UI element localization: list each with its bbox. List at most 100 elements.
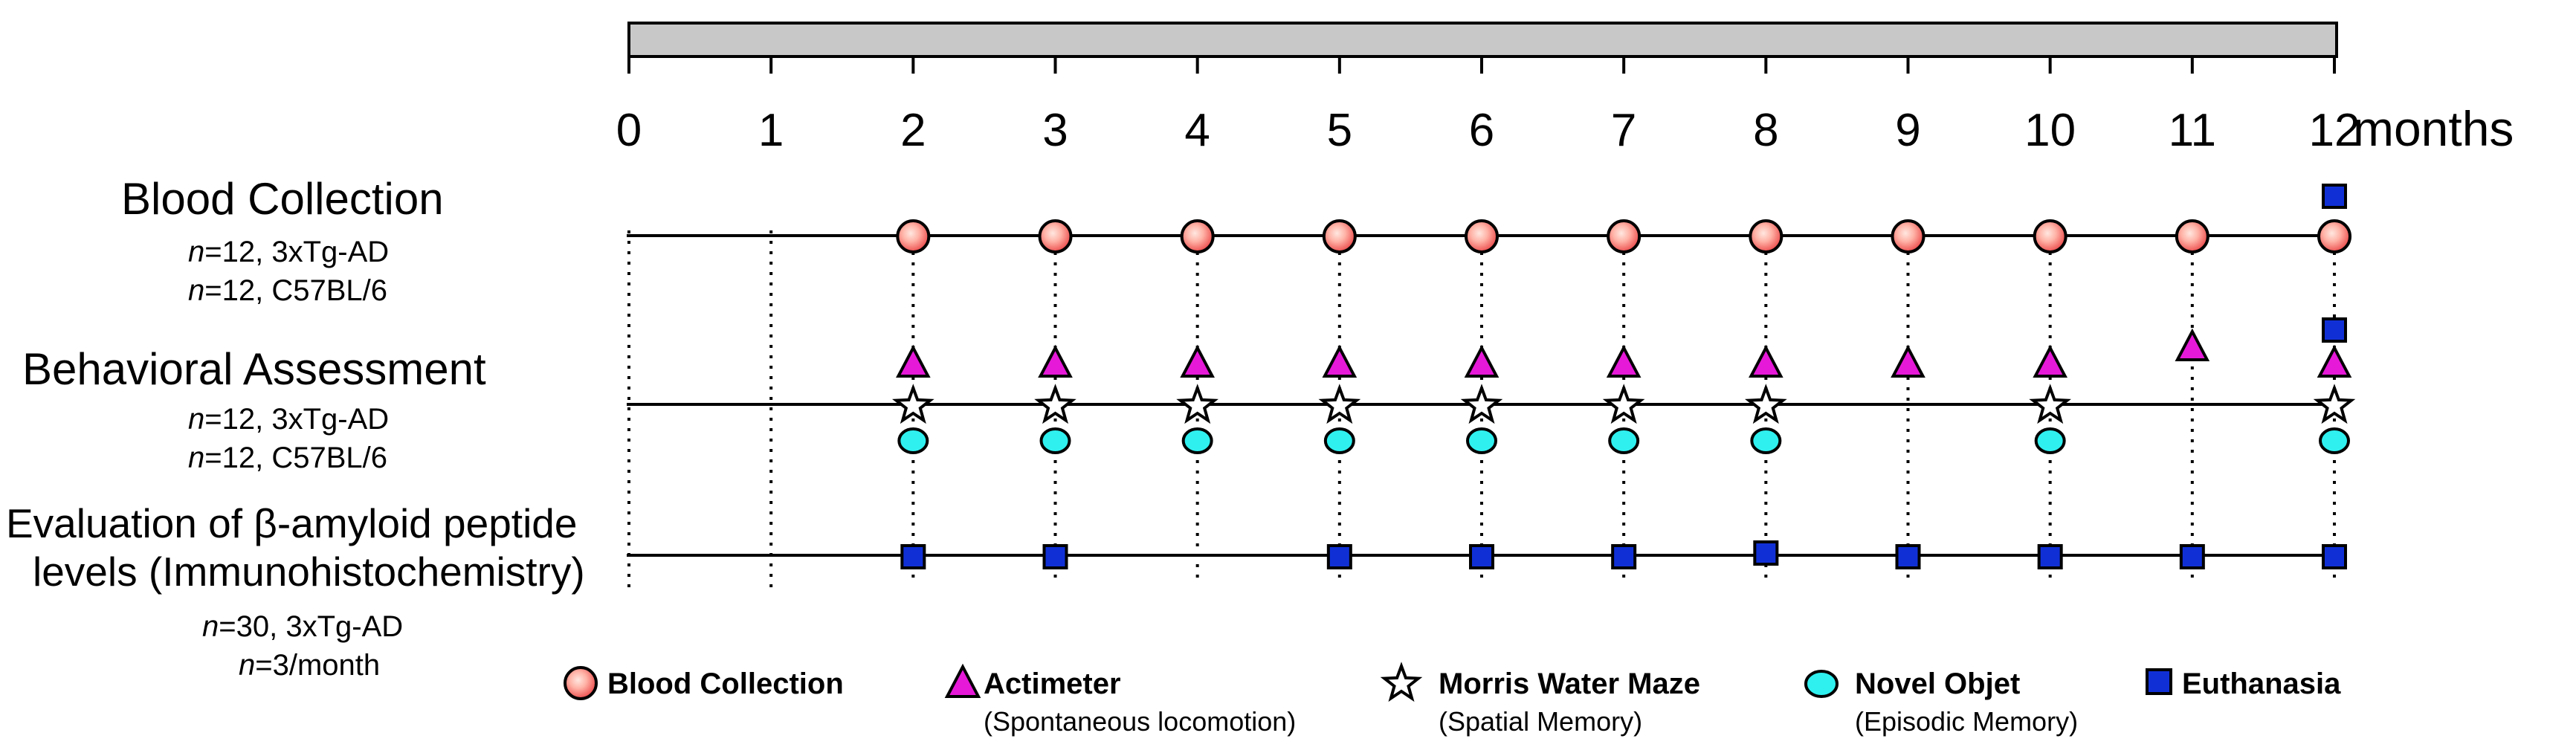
actimeter-marker <box>1464 344 1500 378</box>
group-text: =12, 3xTg-AD <box>204 403 390 436</box>
tick-label: 3 <box>1042 105 1068 156</box>
blood-collection-marker <box>2033 219 2067 253</box>
morris-water-maze-marker <box>1460 384 1503 424</box>
group-text: =30, 3xTg-AD <box>219 610 404 643</box>
legend-actimeter-label: Actimeter <box>984 668 1121 700</box>
blood-collection-marker <box>2175 219 2209 253</box>
novel-object-marker <box>897 427 929 454</box>
amyloid-row-title-line2: levels (Immunohistochemistry) <box>33 549 585 595</box>
morris-water-maze-marker <box>1176 384 1218 424</box>
tick-label: 1 <box>758 105 784 156</box>
blood-group2: n=12, C57BL/6 <box>188 276 387 306</box>
tick-label: 6 <box>1469 105 1494 156</box>
euthanasia-marker <box>2037 544 2063 569</box>
blood-collection-marker <box>1891 219 1925 253</box>
tick-label: 2 <box>900 105 926 156</box>
novel-object-marker <box>2034 427 2066 454</box>
blood-collection-marker <box>896 219 931 253</box>
n-symbol: n <box>188 236 205 268</box>
n-symbol: n <box>202 610 219 643</box>
blood-collection-marker <box>1465 219 1499 253</box>
actimeter-marker <box>2033 344 2067 378</box>
tick-label: 8 <box>1753 105 1778 156</box>
group-text: =12, C57BL/6 <box>204 274 387 307</box>
euthanasia-marker <box>1753 540 1779 566</box>
tick-label: 10 <box>2024 105 2076 156</box>
group-text: =3/month <box>255 649 381 682</box>
legend-euthanasia-icon <box>2146 668 2172 695</box>
group-text: =12, C57BL/6 <box>204 442 387 474</box>
blood-collection-marker <box>1607 219 1642 253</box>
legend-morris-icon <box>1380 662 1423 702</box>
blood-row-title: Blood Collection <box>121 174 444 224</box>
legend-euthanasia-label: Euthanasia <box>2182 668 2341 700</box>
novel-object-marker <box>1750 427 1782 454</box>
blood-collection-marker <box>1180 219 1215 253</box>
morris-water-maze-marker <box>2313 384 2356 424</box>
euthanasia-marker <box>2179 544 2205 569</box>
n-symbol: n <box>188 442 205 474</box>
euthanasia-marker <box>2322 544 2347 569</box>
legend-novel-sub: (Episodic Memory) <box>1855 706 2079 737</box>
morris-water-maze-marker <box>1034 384 1076 424</box>
novel-object-marker <box>1323 427 1355 454</box>
legend-actimeter-sub: (Spontaneous locomotion) <box>984 706 1297 737</box>
blood-collection-marker <box>1749 219 1783 253</box>
novel-object-marker <box>1466 427 1497 454</box>
legend-blood-label: Blood Collection <box>607 668 844 700</box>
amyloid-row-title-line1: Evaluation of β-amyloid peptide <box>6 500 578 546</box>
actimeter-marker <box>2317 344 2352 378</box>
tick-label: 5 <box>1327 105 1352 156</box>
euthanasia-marker <box>2322 184 2347 209</box>
euthanasia-marker <box>1895 544 1921 569</box>
morris-water-maze-marker <box>1602 384 1645 424</box>
legend-novel-label: Novel Objet <box>1855 668 2021 700</box>
actimeter-marker <box>1606 344 1642 378</box>
legend-blood-icon <box>564 666 598 700</box>
actimeter-marker <box>1322 344 1358 378</box>
timepoint-markers <box>892 184 2356 569</box>
tick-label: 7 <box>1611 105 1636 156</box>
n-symbol: n <box>239 649 256 682</box>
actimeter-marker <box>1038 344 1073 378</box>
tick-label: 9 <box>1895 105 1920 156</box>
month-ticks <box>627 56 2336 74</box>
blood-collection-marker <box>1038 219 1073 253</box>
actimeter-marker <box>2175 328 2210 361</box>
euthanasia-marker <box>2322 317 2347 343</box>
group-text: =12, 3xTg-AD <box>204 236 390 268</box>
actimeter-marker <box>1180 344 1215 378</box>
legend-morris-label: Morris Water Maze <box>1439 668 1700 700</box>
morris-water-maze-marker <box>2029 384 2071 424</box>
actimeter-marker <box>1891 344 1925 378</box>
euthanasia-marker <box>900 544 926 569</box>
novel-object-marker <box>1181 427 1213 454</box>
actimeter-marker <box>1749 344 1783 378</box>
novel-object-marker <box>1608 427 1640 454</box>
behavior-row-title: Behavioral Assessment <box>22 344 486 394</box>
behavior-group1: n=12, 3xTg-AD <box>188 404 389 434</box>
months-unit-label: months <box>2353 101 2514 156</box>
behavior-group2: n=12, C57BL/6 <box>188 443 387 473</box>
blood-collection-marker <box>1322 219 1357 253</box>
euthanasia-marker <box>1469 544 1494 569</box>
morris-water-maze-marker <box>892 384 934 424</box>
euthanasia-marker <box>1042 544 1068 569</box>
novel-object-marker <box>1039 427 1071 454</box>
legend-morris-sub: (Spatial Memory) <box>1439 706 1643 737</box>
tick-label: 12 <box>2309 105 2360 156</box>
amyloid-group1: n=30, 3xTg-AD <box>202 612 403 641</box>
novel-object-marker <box>2319 427 2350 454</box>
amyloid-group2: n=3/month <box>239 650 380 680</box>
actimeter-marker <box>896 344 931 378</box>
n-symbol: n <box>188 274 205 307</box>
euthanasia-marker <box>1326 544 1352 569</box>
morris-water-maze-marker <box>1318 384 1361 424</box>
tick-label: 4 <box>1184 105 1210 156</box>
blood-group1: n=12, 3xTg-AD <box>188 237 389 267</box>
legend-actimeter-icon <box>944 663 981 698</box>
euthanasia-marker <box>1611 544 1637 569</box>
legend-novel-icon <box>1804 670 1839 698</box>
